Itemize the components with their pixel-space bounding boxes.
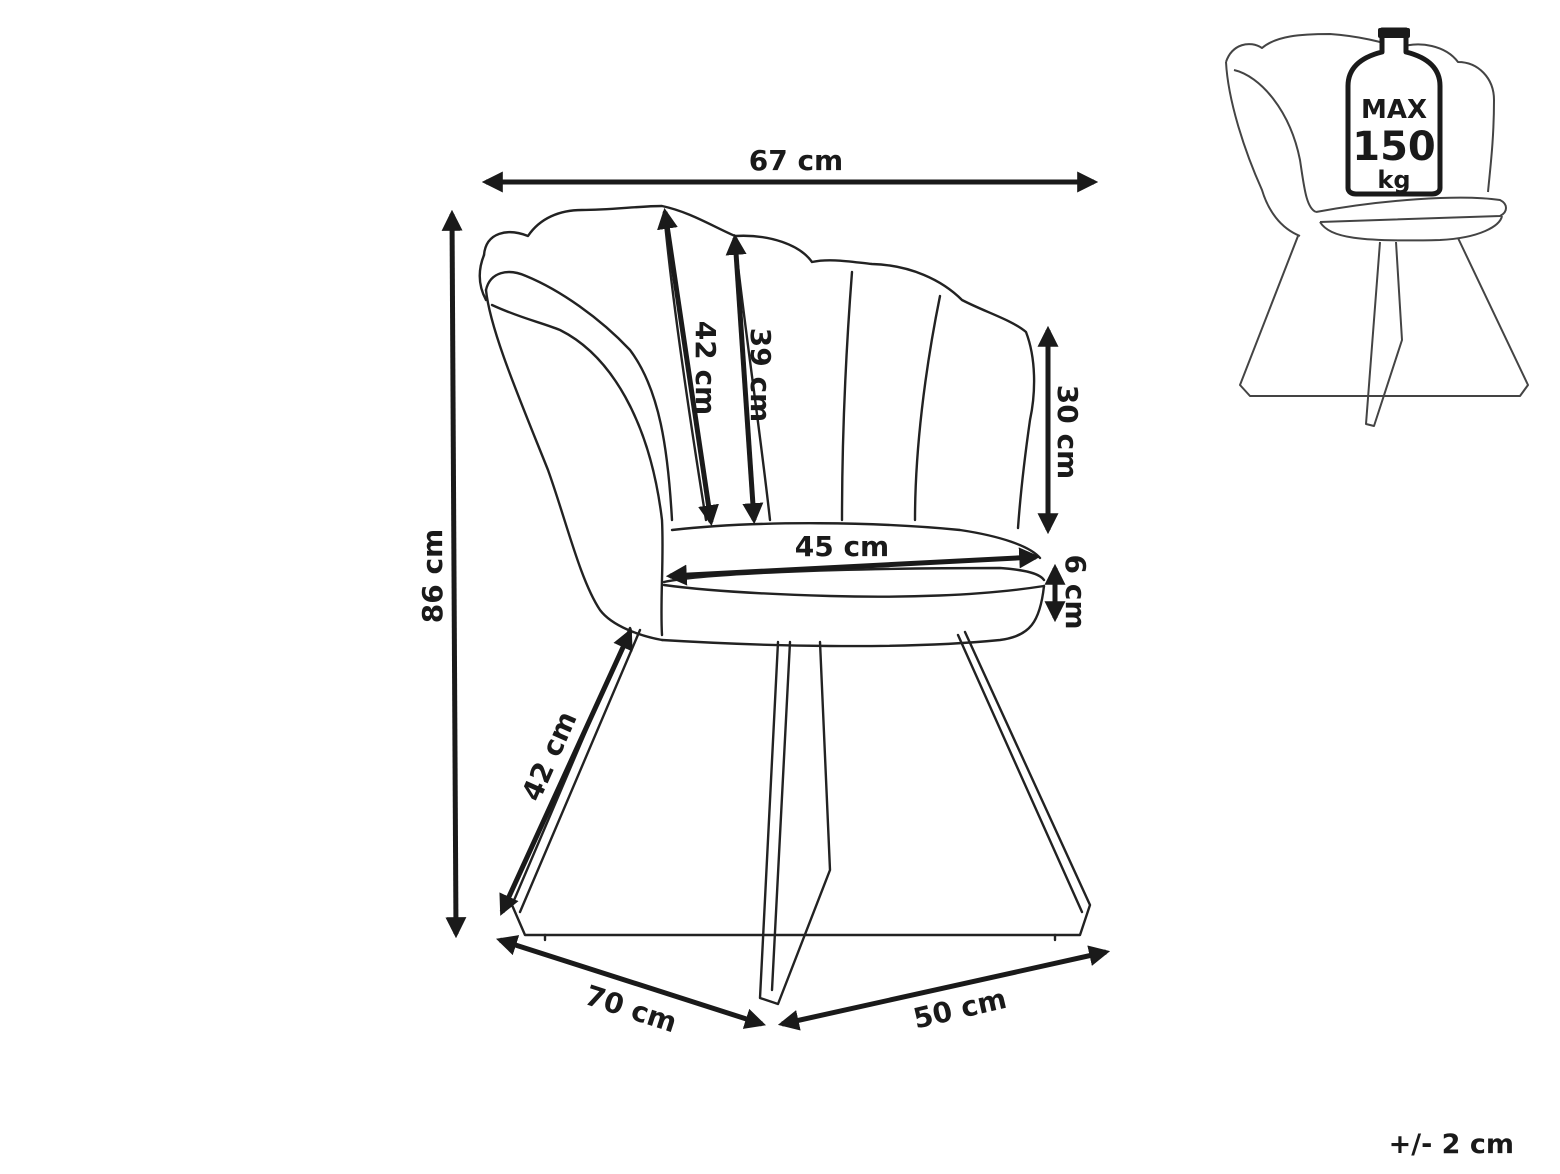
label-seat-thickness: 6 cm [1059, 554, 1092, 629]
arrow-leg-length [499, 628, 633, 916]
tolerance-note: +/- 2 cm [1388, 1129, 1514, 1160]
arrow-back-inner [725, 233, 764, 525]
arrow-base-depth [777, 945, 1111, 1031]
badge-max: MAX [1361, 95, 1427, 125]
label-base-width: 70 cm [581, 979, 681, 1040]
label-overall-height: 86 cm [416, 529, 449, 624]
weight-icon: MAX 150 kg [1345, 27, 1443, 197]
label-overall-width: 67 cm [749, 144, 844, 177]
arrow-overall-height [441, 209, 467, 939]
chair-drawing-icon [478, 204, 1092, 1006]
arrow-seat-width [665, 547, 1041, 586]
arrow-back-outer [657, 207, 719, 527]
dimension-arrow-icon [441, 171, 1111, 1031]
label-back-outer: 42 cm [689, 321, 722, 416]
badge-unit: kg [1377, 166, 1410, 194]
arrow-base-width [496, 935, 766, 1029]
label-arm-height: 30 cm [1051, 385, 1084, 480]
badge-value: 150 [1352, 124, 1436, 170]
label-seat-width: 45 cm [795, 530, 890, 563]
thumbnail-chair [1225, 33, 1529, 427]
label-back-inner: 39 cm [744, 328, 777, 423]
